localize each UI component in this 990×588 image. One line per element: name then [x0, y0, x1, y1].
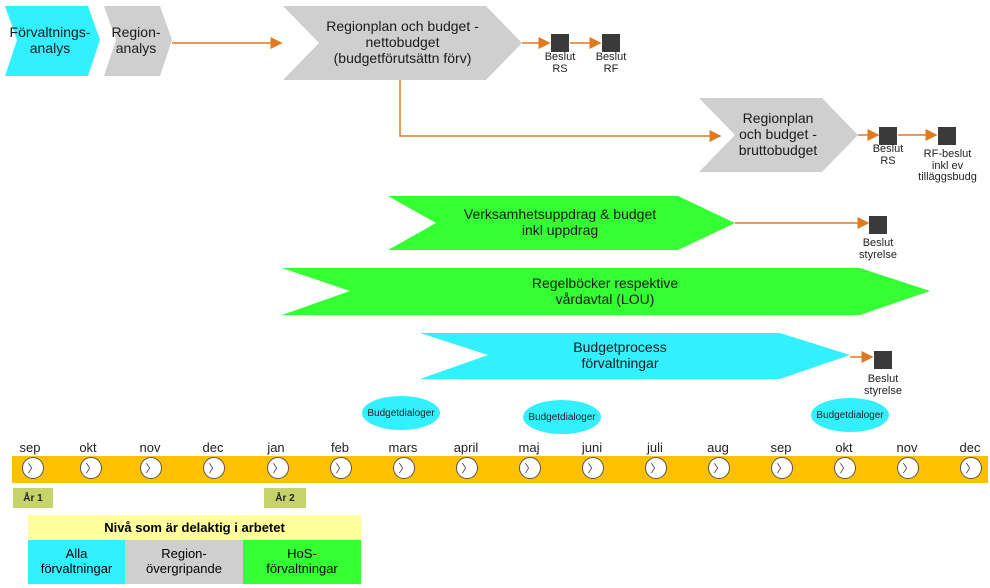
clock-icon: 〉: [834, 457, 856, 479]
month-label: nov: [139, 440, 161, 455]
decision-label: Beslut RF: [595, 51, 627, 75]
clock-icon: 〉: [582, 457, 604, 479]
regionplan-netto-label: Regionplan och budget - nettobudget (bud…: [326, 18, 479, 66]
month-label: sep: [770, 440, 792, 455]
connector-line: [399, 80, 722, 142]
decision-square: [869, 216, 887, 234]
month-label: sep: [19, 440, 41, 455]
month-label: dec: [202, 440, 224, 455]
clock-icon: 〉: [708, 457, 730, 479]
month-label: feb: [330, 440, 350, 455]
decision-square: [938, 127, 956, 145]
legend-hos-forvaltningar: HoS- förvaltningar: [243, 540, 361, 584]
decision-label: Beslut RS: [544, 51, 576, 75]
decision-square: [874, 351, 892, 369]
decision-square: [879, 127, 897, 145]
month-label: maj: [518, 440, 540, 455]
clock-icon: 〉: [897, 457, 919, 479]
forvaltningsanalys-shape: [5, 6, 100, 76]
legend-alla-forvaltningar: Alla förvaltningar: [28, 540, 125, 584]
year-badge: År 2: [264, 488, 306, 508]
month-label: jan: [267, 440, 285, 455]
budgetdialog-bubble: Budgetdialoger: [523, 400, 601, 434]
clock-icon: 〉: [267, 457, 289, 479]
budgetprocess-shape: [420, 333, 850, 379]
timeline-bar: [12, 456, 988, 483]
legend-title: Nivå som är delaktig i arbetet: [28, 515, 361, 540]
month-label: april: [453, 440, 479, 455]
regionplan-brutto-shape: [699, 98, 858, 172]
regionplan-brutto-label: Regionplan och budget - bruttobudget: [738, 110, 818, 158]
decision-label: Beslut styrelse: [864, 373, 902, 397]
month-label: mars: [388, 440, 418, 455]
clock-icon: 〉: [519, 457, 541, 479]
decision-square: [551, 34, 569, 52]
decision-square: [602, 34, 620, 52]
year-badge: År 1: [13, 488, 53, 508]
verksamhetsuppdrag-shape: [388, 196, 735, 250]
clock-icon: 〉: [960, 457, 982, 479]
regelbocker-label: Regelböcker respektive vårdavtal (LOU): [531, 274, 679, 307]
decision-label: Beslut RS: [872, 143, 904, 167]
clock-icon: 〉: [645, 457, 667, 479]
legend-regionovergripande: Region- övergripande: [125, 540, 243, 584]
clock-icon: 〉: [22, 457, 44, 479]
clock-icon: 〉: [80, 457, 102, 479]
month-label: aug: [707, 440, 729, 455]
clock-icon: 〉: [393, 457, 415, 479]
regionplan-netto-shape: [283, 6, 522, 80]
month-label: nov: [896, 440, 918, 455]
month-label: okt: [835, 440, 853, 455]
clock-icon: 〉: [771, 457, 793, 479]
clock-icon: 〉: [456, 457, 478, 479]
clock-icon: 〉: [140, 457, 162, 479]
budgetdialog-bubble: Budgetdialoger: [362, 396, 440, 430]
clock-icon: 〉: [330, 457, 352, 479]
month-label: dec: [959, 440, 981, 455]
decision-label: Beslut styrelse: [859, 237, 897, 261]
regelbocker-shape: [282, 268, 930, 315]
month-label: juni: [581, 440, 603, 455]
budgetdialog-bubble: Budgetdialoger: [811, 398, 889, 432]
budgetprocess-label: Budgetprocess förvaltningar: [573, 339, 667, 371]
regionanalys-shape: [104, 6, 172, 76]
month-label: okt: [79, 440, 97, 455]
verksamhetsuppdrag-label: Verksamhetsuppdrag & budget inkl uppdrag: [463, 206, 657, 238]
clock-icon: 〉: [203, 457, 225, 479]
month-label: juli: [647, 440, 663, 455]
regionanalys-label: Region- analys: [111, 24, 161, 56]
decision-label: RF-beslut inkl ev tilläggsbudg: [918, 148, 977, 184]
forvaltningsanalys-label: Förvaltnings- analys: [9, 24, 91, 56]
